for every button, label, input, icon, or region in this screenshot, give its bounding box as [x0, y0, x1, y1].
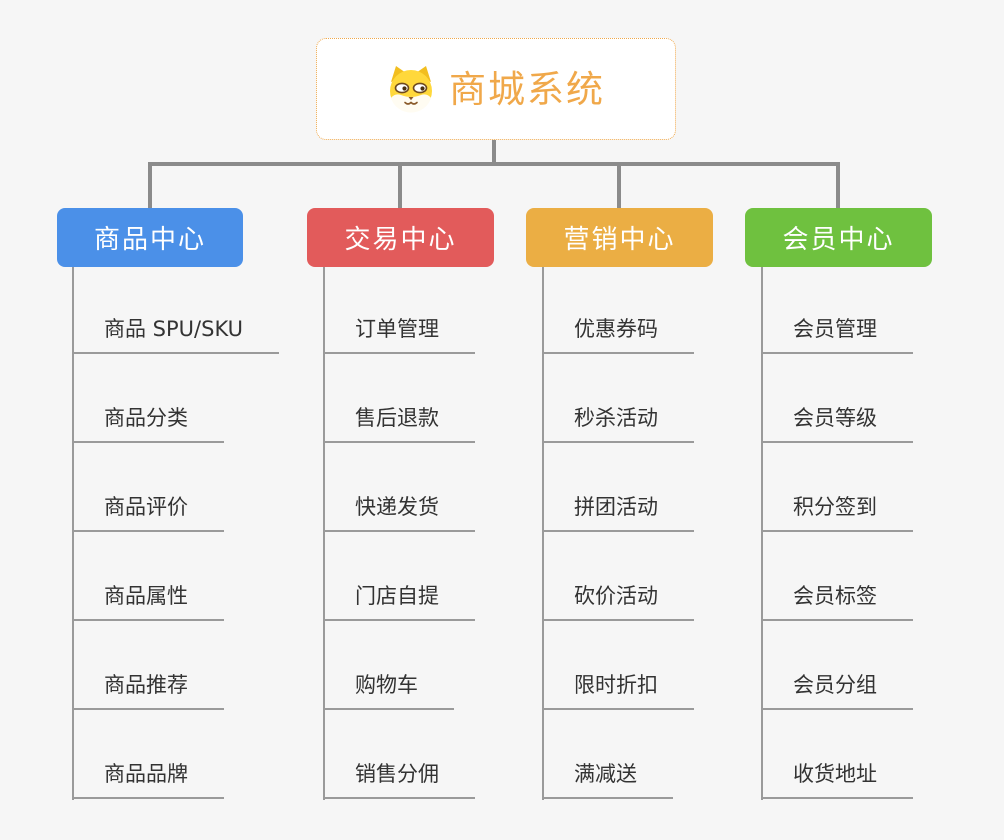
sub-topic[interactable]: 限时折扣	[542, 672, 694, 710]
connector-subtrunk-1	[72, 267, 74, 800]
sub-topic[interactable]: 购物车	[323, 672, 454, 710]
connector-drop-2	[398, 162, 402, 209]
sub-topic[interactable]: 商品品牌	[72, 761, 224, 799]
sub-topic[interactable]: 销售分佣	[323, 761, 475, 799]
branch-topic-marketing-center[interactable]: 营销中心	[526, 208, 713, 267]
sub-topic[interactable]: 会员分组	[761, 672, 913, 710]
sub-topic[interactable]: 满减送	[542, 761, 673, 799]
branch-topic-member-center[interactable]: 会员中心	[745, 208, 932, 267]
sub-topic[interactable]: 拼团活动	[542, 494, 694, 532]
connector-subtrunk-3	[542, 267, 544, 800]
sub-topic[interactable]: 商品 SPU/SKU	[72, 316, 280, 354]
root-topic[interactable]: 商城系统	[316, 38, 676, 140]
sub-topic[interactable]: 会员等级	[761, 405, 913, 443]
sub-topic[interactable]: 会员管理	[761, 316, 913, 354]
branch-topic-trade-center[interactable]: 交易中心	[307, 208, 494, 267]
connector-drop-1	[148, 162, 152, 209]
sub-topic[interactable]: 商品推荐	[72, 672, 224, 710]
branch-topic-product-center[interactable]: 商品中心	[57, 208, 243, 267]
sub-topic[interactable]: 门店自提	[323, 583, 475, 621]
sub-topic[interactable]: 积分签到	[761, 494, 913, 532]
connector-subtrunk-4	[761, 267, 763, 800]
dog-face-icon	[390, 66, 432, 113]
root-topic-label: 商城系统	[449, 67, 605, 111]
sub-topic[interactable]: 商品分类	[72, 405, 224, 443]
connector-drop-3	[617, 162, 621, 209]
connector-rail	[148, 162, 840, 166]
sub-topic[interactable]: 收货地址	[761, 761, 913, 799]
sub-topic[interactable]: 商品属性	[72, 583, 224, 621]
connector-root-trunk	[492, 140, 496, 166]
connector-subtrunk-2	[323, 267, 325, 800]
sub-topic[interactable]: 快递发货	[323, 494, 475, 532]
sub-topic[interactable]: 售后退款	[323, 405, 475, 443]
sub-topic[interactable]: 砍价活动	[542, 583, 694, 621]
sub-topic[interactable]: 秒杀活动	[542, 405, 694, 443]
sub-topic[interactable]: 优惠券码	[542, 316, 694, 354]
sub-topic[interactable]: 订单管理	[323, 316, 475, 354]
sub-topic[interactable]: 商品评价	[72, 494, 224, 532]
connector-drop-4	[836, 162, 840, 209]
sub-topic[interactable]: 会员标签	[761, 583, 913, 621]
